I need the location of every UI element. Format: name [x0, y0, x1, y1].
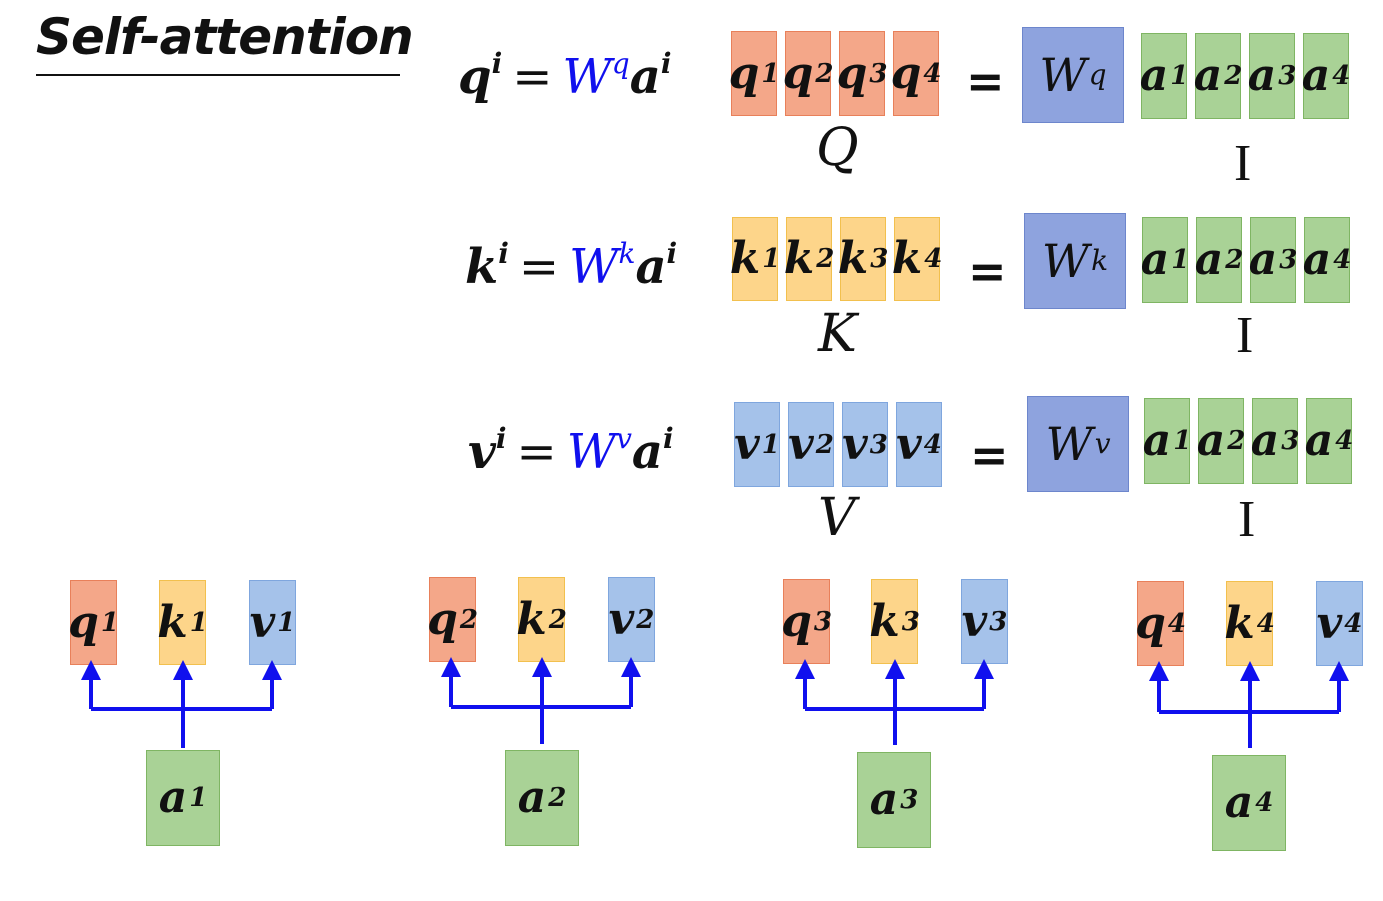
- equation-q-formula: qi=Wqai: [458, 47, 672, 102]
- eq-weight-sup: v: [616, 422, 632, 455]
- eq-weight-base: W: [566, 424, 617, 480]
- eq-weight: Wk: [569, 239, 635, 295]
- page-title: Self-attention: [36, 8, 414, 66]
- eq-sign: =: [516, 424, 557, 480]
- equation-k-formula: ki=Wkai: [465, 237, 678, 292]
- eq-weight-sup: k: [618, 237, 636, 270]
- title-underline: [36, 74, 400, 76]
- eq-lhs: v: [468, 424, 496, 480]
- matrix-k-label: K: [818, 304, 857, 364]
- eq-lhs-sup: i: [498, 237, 509, 270]
- eq-sign: =: [512, 49, 553, 105]
- eq-weight-sup: q: [611, 47, 630, 80]
- eq-rhs: a: [635, 239, 667, 295]
- eq-rhs: a: [631, 424, 664, 480]
- matrix-q-label: Q: [816, 118, 859, 178]
- eq-rhs-sup: i: [660, 47, 672, 80]
- matrix-k-equals: =: [968, 244, 1007, 298]
- eq-weight: Wq: [562, 49, 629, 105]
- equation-v-formula: vi=Wvai: [468, 422, 674, 477]
- eq-lhs-sup: i: [491, 47, 503, 80]
- eq-weight: Wv: [567, 424, 632, 480]
- matrix-q-equals: =: [966, 54, 1005, 108]
- input-matrix-label: I: [1238, 491, 1256, 548]
- input-matrix-label: I: [1234, 135, 1252, 192]
- matrix-v-equals: =: [970, 428, 1009, 482]
- eq-weight-base: W: [562, 49, 612, 105]
- eq-sign: =: [518, 239, 560, 295]
- eq-weight-base: W: [569, 239, 619, 295]
- eq-lhs-sup: i: [495, 422, 507, 455]
- eq-rhs-sup: i: [663, 422, 674, 455]
- eq-rhs-sup: i: [666, 237, 678, 270]
- input-matrix-label: I: [1236, 307, 1254, 364]
- eq-lhs: k: [465, 239, 499, 295]
- eq-rhs: a: [629, 49, 661, 105]
- matrix-v-label: V: [818, 488, 856, 548]
- eq-lhs: q: [458, 49, 492, 105]
